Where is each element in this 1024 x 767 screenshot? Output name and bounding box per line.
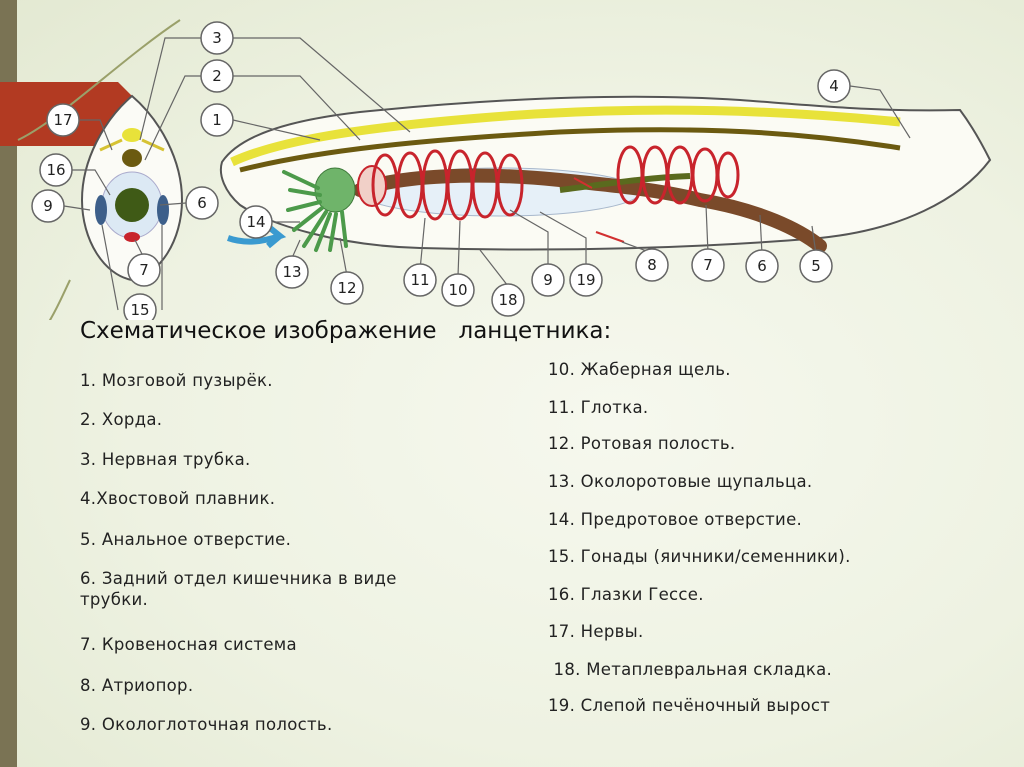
svg-text:18: 18 <box>498 291 517 309</box>
svg-text:9: 9 <box>543 271 553 289</box>
legend-item-19: 19. Слепой печёночный вырост <box>548 695 948 716</box>
svg-text:16: 16 <box>46 161 65 179</box>
legend-item-9: 9. Окологлоточная полость. <box>80 714 410 735</box>
legend-item-18: 18. Метаплевральная складка. <box>548 659 948 680</box>
legend-item-7: 7. Кровеносная система <box>80 634 410 655</box>
label-4: 4 <box>818 70 850 102</box>
cross-intestine <box>115 188 149 222</box>
label-1: 1 <box>201 104 233 136</box>
label-6-cross: 6 <box>186 187 218 219</box>
label-16: 16 <box>40 154 72 186</box>
label-17: 17 <box>47 104 79 136</box>
label-7: 7 <box>692 249 724 281</box>
svg-text:11: 11 <box>410 271 429 289</box>
svg-text:5: 5 <box>811 257 821 275</box>
svg-text:9: 9 <box>43 197 53 215</box>
slide-title: Схематическое изображение ланцетника: <box>80 318 611 344</box>
label-10: 10 <box>442 274 474 306</box>
label-5: 5 <box>800 250 832 282</box>
legend-item-2: 2. Хорда. <box>80 409 410 430</box>
label-2: 2 <box>201 60 233 92</box>
label-9-cross: 9 <box>32 190 64 222</box>
legend-item-4: 4.Хвостовой плавник. <box>80 488 410 509</box>
legend-item-8: 8. Атриопор. <box>80 675 410 696</box>
lancelet-body <box>221 97 990 250</box>
label-3: 3 <box>201 22 233 54</box>
legend-item-16: 16. Глазки Гессе. <box>548 584 948 605</box>
label-19: 19 <box>570 264 602 296</box>
cross-blood-vessel <box>124 232 140 242</box>
cross-chord <box>122 149 142 167</box>
svg-text:7: 7 <box>703 256 713 274</box>
label-7-cross: 7 <box>128 254 160 286</box>
svg-text:13: 13 <box>282 263 301 281</box>
legend-item-1: 1. Мозговой пузырёк. <box>80 370 410 391</box>
svg-text:6: 6 <box>757 257 767 275</box>
legend-item-6: 6. Задний отдел кишечника в виде трубки. <box>80 568 410 610</box>
legend-item-3: 3. Нервная трубка. <box>80 449 410 470</box>
cross-gonad-right <box>157 195 169 225</box>
legend-item-10: 10. Жаберная щель. <box>548 359 948 380</box>
svg-text:2: 2 <box>212 67 222 85</box>
cross-gonad-left <box>95 195 107 225</box>
legend-item-11: 11. Глотка. <box>548 397 948 418</box>
legend-item-12: 12. Ротовая полость. <box>548 433 948 454</box>
label-11: 11 <box>404 264 436 296</box>
label-13: 13 <box>276 256 308 288</box>
label-9: 9 <box>532 264 564 296</box>
svg-text:7: 7 <box>139 261 149 279</box>
label-12: 12 <box>331 272 363 304</box>
svg-text:15: 15 <box>130 301 149 319</box>
lancelet-diagram: 17 16 9 3 2 1 6 14 7 13 12 11 10 18 9 19… <box>0 0 1024 320</box>
label-6: 6 <box>746 250 778 282</box>
legend-item-15: 15. Гонады (яичники/семенники). <box>548 546 948 567</box>
label-15: 15 <box>124 294 156 320</box>
svg-text:14: 14 <box>246 213 265 231</box>
legend-item-14: 14. Предротовое отверстие. <box>548 509 948 530</box>
svg-text:12: 12 <box>337 279 356 297</box>
svg-text:17: 17 <box>53 111 72 129</box>
svg-text:3: 3 <box>212 29 222 47</box>
svg-text:19: 19 <box>576 271 595 289</box>
label-18: 18 <box>492 284 524 316</box>
cross-nerve-tube <box>122 128 142 142</box>
legend-item-5: 5. Анальное отверстие. <box>80 529 410 550</box>
svg-text:6: 6 <box>197 194 207 212</box>
cross-section <box>82 96 182 280</box>
svg-text:1: 1 <box>212 111 222 129</box>
decor-vine <box>18 280 70 320</box>
svg-text:8: 8 <box>647 256 657 274</box>
legend-item-13: 13. Околоротовые щупальца. <box>548 471 948 492</box>
svg-text:4: 4 <box>829 77 839 95</box>
label-8: 8 <box>636 249 668 281</box>
label-14: 14 <box>240 206 272 238</box>
svg-text:10: 10 <box>448 281 467 299</box>
legend-item-17: 17. Нервы. <box>548 621 948 642</box>
